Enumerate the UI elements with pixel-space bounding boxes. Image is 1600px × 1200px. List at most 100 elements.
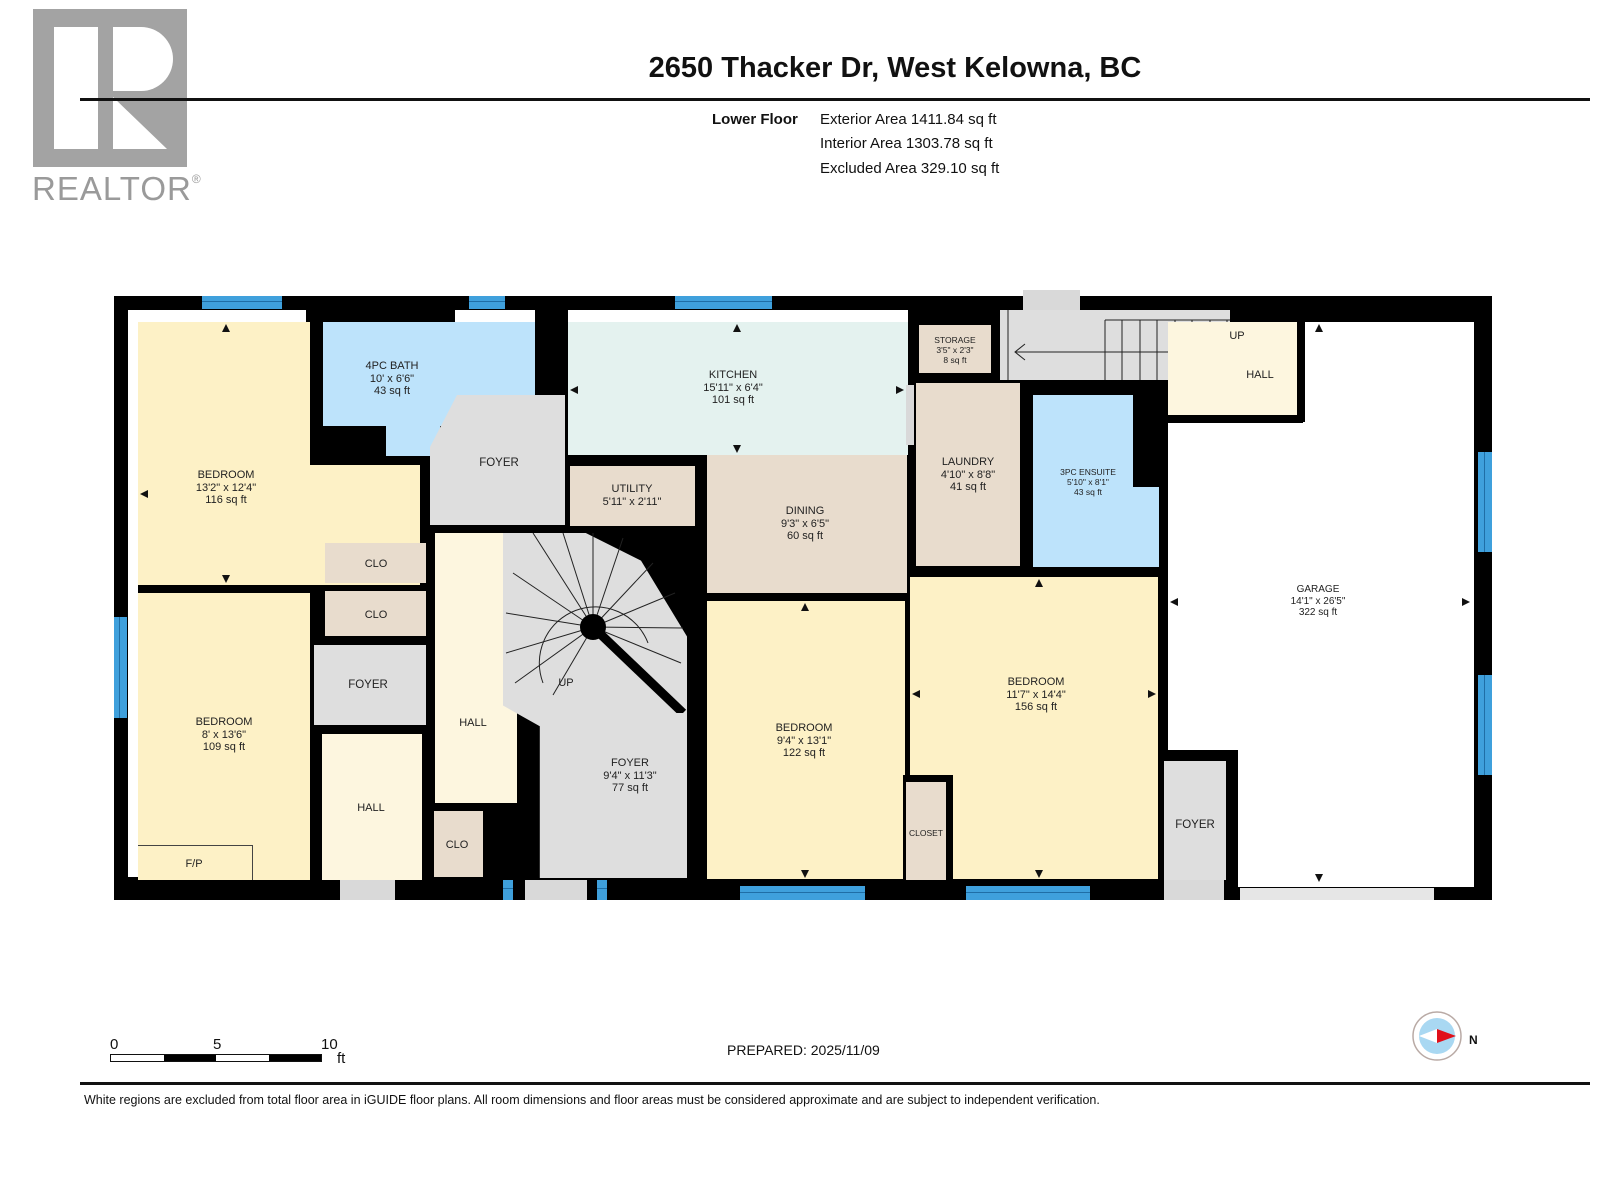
interior-area: Interior Area 1303.78 sq ft — [820, 135, 993, 152]
window — [1478, 452, 1492, 552]
room-closet-1 — [325, 543, 426, 583]
dimension-arrow-icon — [570, 386, 578, 394]
fireplace-label: F/P — [185, 858, 203, 870]
room-dining — [707, 455, 907, 593]
window — [114, 617, 127, 718]
excluded-strip — [128, 310, 306, 322]
exterior-door — [1164, 880, 1224, 900]
room-label: HALL — [459, 717, 487, 729]
realtor-logo-mark — [33, 9, 187, 167]
room-bedroom-nw — [138, 322, 310, 585]
window — [740, 886, 865, 900]
room-label: CLO — [445, 839, 469, 851]
excluded-strip — [128, 310, 138, 877]
dimension-arrow-icon — [801, 603, 809, 611]
window — [597, 880, 607, 900]
dimension-arrow-icon — [222, 324, 230, 332]
window — [202, 296, 282, 309]
window — [503, 880, 513, 900]
room-label: HALL — [1246, 369, 1274, 381]
room-label: FOYER — [479, 457, 519, 469]
realtor-r-icon — [54, 27, 173, 149]
dimension-arrow-icon — [140, 490, 148, 498]
room-hall-upper-right-fill — [1168, 322, 1298, 415]
dimension-arrow-icon — [912, 690, 920, 698]
prepared-date: PREPARED: 2025/11/09 — [727, 1042, 880, 1058]
excluded-strip — [568, 310, 908, 322]
floor-name: Lower Floor — [712, 111, 798, 128]
exterior-door — [340, 880, 395, 900]
dimension-arrow-icon — [733, 324, 741, 332]
room-closet — [906, 782, 946, 880]
garage-door — [1240, 888, 1434, 900]
exterior-door — [1023, 290, 1080, 310]
exterior-area: Exterior Area 1411.84 sq ft — [820, 111, 997, 128]
dimension-arrow-icon — [1315, 874, 1323, 882]
window — [1478, 675, 1492, 775]
room-label: CLO — [364, 609, 388, 621]
compass-north-label: N — [1469, 1033, 1478, 1047]
dimension-arrow-icon — [1462, 598, 1470, 606]
stair-up-label: UP — [1229, 330, 1245, 342]
header-divider — [80, 98, 1590, 101]
dimension-arrow-icon — [222, 575, 230, 583]
compass-icon — [1412, 1011, 1462, 1061]
room-3pc-ensuite-ext — [1130, 487, 1159, 567]
room-label: CLOSET — [908, 828, 944, 838]
window — [675, 296, 772, 309]
property-address-title: 2650 Thacker Dr, West Kelowna, BC — [648, 52, 1142, 84]
exterior-door — [525, 880, 587, 900]
wall — [1168, 415, 1303, 423]
dimension-arrow-icon — [1315, 324, 1323, 332]
dimension-arrow-icon — [896, 386, 904, 394]
room-storage — [919, 325, 991, 373]
room-closet-3 — [434, 811, 483, 877]
dimension-arrow-icon — [1035, 579, 1043, 587]
doorway — [906, 385, 914, 445]
room-foyer-mid — [314, 645, 426, 725]
excluded-area: Excluded Area 329.10 sq ft — [820, 160, 1000, 177]
room-hall-left — [322, 734, 422, 880]
room-foyer-upper — [430, 395, 565, 525]
room-label: CLO — [364, 558, 388, 570]
room-laundry — [916, 383, 1020, 566]
room-bedroom-sw — [138, 593, 310, 880]
window — [966, 886, 1090, 900]
room-label: FOYER — [1175, 819, 1215, 831]
room-bedroom-center — [707, 601, 905, 879]
room-kitchen — [568, 322, 908, 455]
excluded-strip — [455, 310, 535, 322]
room-label: HALL — [357, 802, 385, 814]
window — [469, 296, 505, 309]
stair-up-label: UP — [558, 677, 574, 689]
dimension-arrow-icon — [1170, 598, 1178, 606]
dimension-arrow-icon — [1035, 870, 1043, 878]
scale-tick-0: 0 — [110, 1036, 119, 1053]
dimension-arrow-icon — [733, 445, 741, 453]
room-foyer-garage — [1164, 761, 1226, 880]
scale-bar — [110, 1054, 322, 1062]
scale-tick-5: 5 — [213, 1036, 222, 1053]
scale-tick-10: 10 — [321, 1036, 338, 1053]
spiral-stair-icon — [505, 533, 687, 713]
scale-unit: ft — [337, 1050, 346, 1067]
realtor-logo-text: REALTOR® — [32, 170, 202, 207]
footer-divider — [80, 1082, 1590, 1085]
room-label: FOYER — [348, 679, 388, 691]
disclaimer-text: White regions are excluded from total fl… — [84, 1093, 1100, 1107]
room-utility — [570, 466, 695, 526]
dimension-arrow-icon — [1148, 690, 1156, 698]
